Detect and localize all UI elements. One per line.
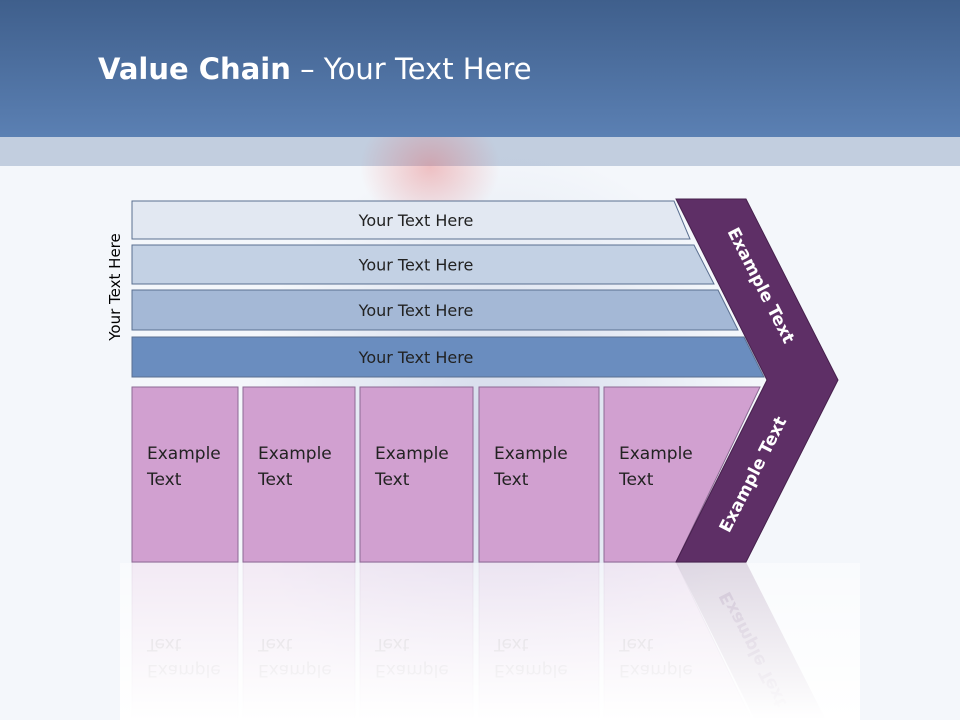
- title-rest: – Your Text Here: [290, 52, 532, 86]
- activity-cell-label-line1: Example: [258, 444, 332, 464]
- support-bar-label: Your Text Here: [358, 301, 474, 320]
- activity-cell: [478, 386, 600, 563]
- slide-title: Value Chain – Your Text Here: [98, 52, 532, 86]
- activity-cell-label-line1: Example: [619, 444, 693, 464]
- support-bar: [131, 244, 715, 285]
- title-bold: Value Chain: [98, 52, 291, 86]
- activity-cell: [131, 386, 239, 563]
- support-bar: [131, 289, 739, 331]
- support-bar-label: Your Text Here: [358, 256, 474, 275]
- header-band: [0, 0, 960, 137]
- header-stripe: [0, 137, 960, 166]
- activity-cell-label-line1: Example: [375, 444, 449, 464]
- activity-cell-label-line2: Text: [257, 470, 293, 490]
- activity-cell-label-line2: Text: [618, 470, 654, 490]
- activity-cell-label-line2: Text: [146, 470, 182, 490]
- support-bar-label: Your Text Here: [358, 211, 474, 230]
- activity-cell-label-line1: Example: [147, 444, 221, 464]
- activity-cell-label-line2: Text: [493, 470, 529, 490]
- margin-chevron: [675, 198, 839, 563]
- activity-cell-label-line2: Text: [374, 470, 410, 490]
- activity-cell: [242, 386, 356, 563]
- activity-cell: [359, 386, 474, 563]
- support-bar: [131, 336, 765, 378]
- reflection: ExampleTextExampleTextExampleTextExample…: [120, 561, 860, 720]
- reflection-fade: [120, 563, 860, 720]
- support-bar-label: Your Text Here: [358, 348, 474, 367]
- activity-cell-label-line1: Example: [494, 444, 568, 464]
- support-bar: [131, 200, 691, 240]
